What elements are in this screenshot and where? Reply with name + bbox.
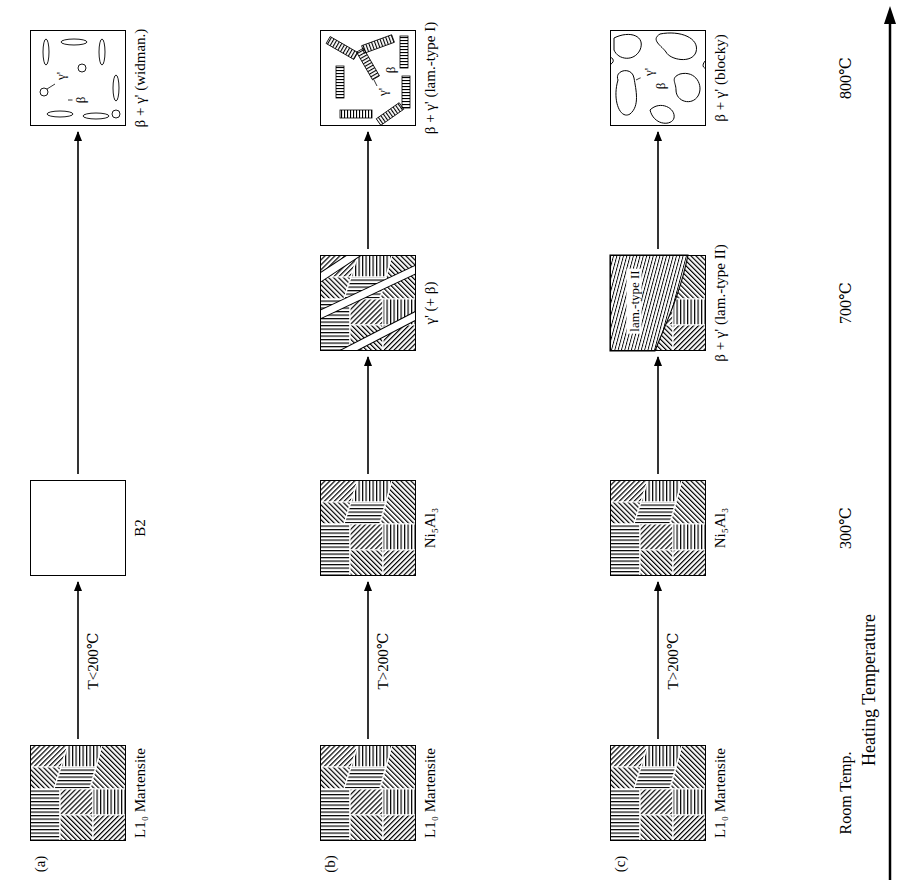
heating-arrow [367,132,369,249]
phase-label: L1₀ Martensite [423,748,438,838]
stage-panel: β + γ' (blocky)γ'β [610,30,706,126]
phase-symbol: γ' [53,70,68,82]
stage-panel: β + γ' (lam.-type I)γ'β [320,30,416,126]
heating-arrow [657,582,659,739]
axis-label: 300℃ [838,507,854,549]
phase-label: β + γ' (blocky) [713,34,728,122]
phase-symbol: β [383,65,398,76]
phase-label: β + γ' (lam.-type II) [713,244,728,361]
phase-label: Ni₅Al₃ [713,508,728,548]
axis-label: 800℃ [838,57,854,99]
heating-arrow [657,132,659,249]
stage-panel: Ni₅Al₃ [320,480,416,576]
heating-arrow [367,357,369,474]
phase-symbol: γ' [641,66,656,78]
heating-arrow [77,582,79,739]
phase-label: L1₀ Martensite [133,748,148,838]
axis-label: (c) [613,856,628,873]
phase-label: β + γ' (lam.-type I) [423,22,438,134]
axis-label: (b) [323,855,338,873]
condition-label: T>200℃ [666,632,681,689]
stage-panel: L1₀ Martensite [610,745,706,841]
axis-label: Room Temp. [838,751,854,834]
phase-label: B2 [133,519,148,537]
phase-symbol: β [73,95,88,106]
condition-label: T>200℃ [376,632,391,689]
phase-symbol: lam.-type II [627,268,642,333]
stage-panel: Ni₅Al₃ [610,480,706,576]
axis-label: 700℃ [838,282,854,324]
phase-label: L1₀ Martensite [713,748,728,838]
phase-symbol: β [653,81,668,92]
heating-arrow [367,582,369,739]
phase-label: Ni₅Al₃ [423,508,438,548]
stage-panel: L1₀ Martensite [320,745,416,841]
phase-symbol: γ' [375,86,390,98]
heating-arrow [657,357,659,474]
axis-label: Heating Temperature [860,614,878,766]
axis-label: (a) [33,856,48,873]
condition-label: T<200℃ [86,632,101,689]
heating-arrow [77,132,79,474]
phase-label: γ' (+ β) [423,282,438,325]
stage-panel: L1₀ Martensite [30,745,126,841]
stage-panel: β + γ' (widman.)βγ' [30,30,126,126]
stage-panel: γ' (+ β) [320,255,416,351]
phase-label: β + γ' (widman.) [133,29,148,128]
stage-panel: B2 [30,480,126,576]
stage-panel: β + γ' (lam.-type II)lam.-type II [610,255,706,351]
